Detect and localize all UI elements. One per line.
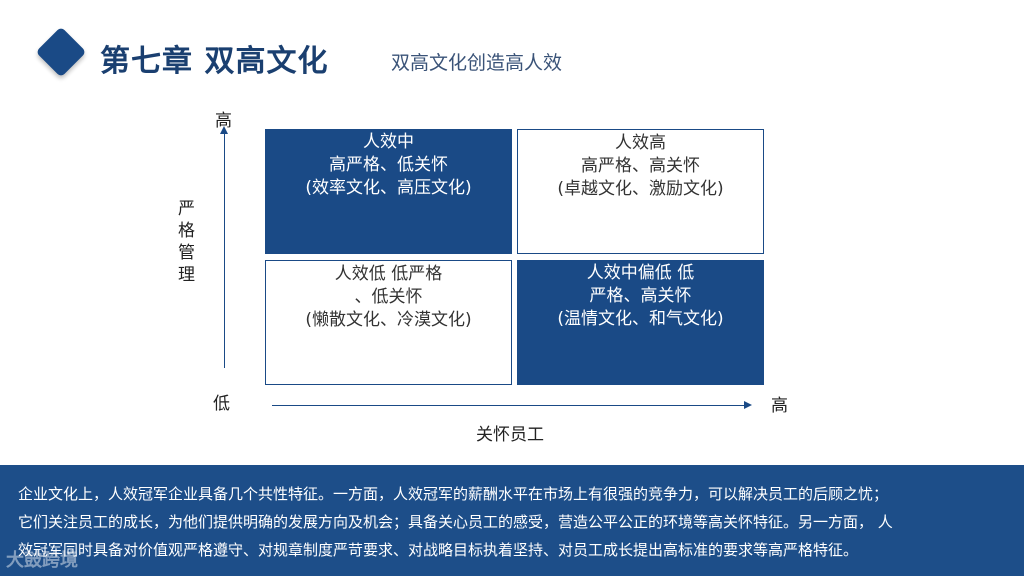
quadrant-line: 高严格、高关怀 [581, 156, 700, 176]
diamond-logo-icon [35, 26, 87, 78]
quadrant-line: (懒散文化、冷漠文化) [305, 310, 472, 330]
quadrant-line: (温情文化、和气文化) [557, 309, 724, 329]
quadrant-high-strict-high-care: 人效高 高严格、高关怀 (卓越文化、激励文化) [517, 129, 764, 254]
quadrant-line: (效率文化、高压文化) [305, 178, 472, 198]
y-axis-arrow [220, 126, 228, 368]
x-axis-high-label: 高 [771, 396, 788, 416]
summary-panel: 企业文化上，人效冠军企业具备几个共性特征。一方面，人效冠军的薪酬水平在市场上有很… [0, 465, 1024, 576]
page-title: 第七章 双高文化 [100, 44, 329, 79]
summary-line: 它们关注员工的成长，为他们提供明确的发展方向及机会；具备关心员工的感受，营造公平… [18, 513, 893, 531]
quadrant-high-strict-low-care: 人效中 高严格、低关怀 (效率文化、高压文化) [265, 129, 512, 254]
quadrant-line: 人效高 [615, 133, 666, 153]
quadrant-line: 高严格、低关怀 [329, 155, 448, 175]
quadrant-low-strict-low-care: 人效低 低严格 、低关怀 (懒散文化、冷漠文化) [265, 260, 512, 385]
quadrant-line: 严格、高关怀 [589, 286, 692, 306]
x-axis-arrow [272, 401, 752, 409]
watermark: 大鼓跨境 [6, 550, 78, 571]
summary-line: 企业文化上，人效冠军企业具备几个共性特征。一方面，人效冠军的薪酬水平在市场上有很… [18, 485, 889, 503]
quadrant-line: 人效中偏低 低 [586, 263, 695, 283]
y-axis-low-label: 低 [213, 394, 230, 414]
summary-line: 效冠军同时具备对价值观严格遵守、对规章制度严苛要求、对战略目标执着坚持、对员工成… [18, 541, 859, 559]
quadrant-line: (卓越文化、激励文化) [557, 179, 724, 199]
quadrant-line: 人效低 低严格 [334, 264, 443, 284]
y-axis-label: 严格管理 [178, 199, 195, 285]
quadrant-line: 、低关怀 [354, 287, 423, 307]
quadrant-line: 人效中 [363, 132, 414, 152]
x-axis-label: 关怀员工 [476, 425, 544, 445]
quadrant-low-strict-high-care: 人效中偏低 低 严格、高关怀 (温情文化、和气文化) [517, 260, 764, 385]
page-subtitle: 双高文化创造高人效 [391, 52, 563, 74]
